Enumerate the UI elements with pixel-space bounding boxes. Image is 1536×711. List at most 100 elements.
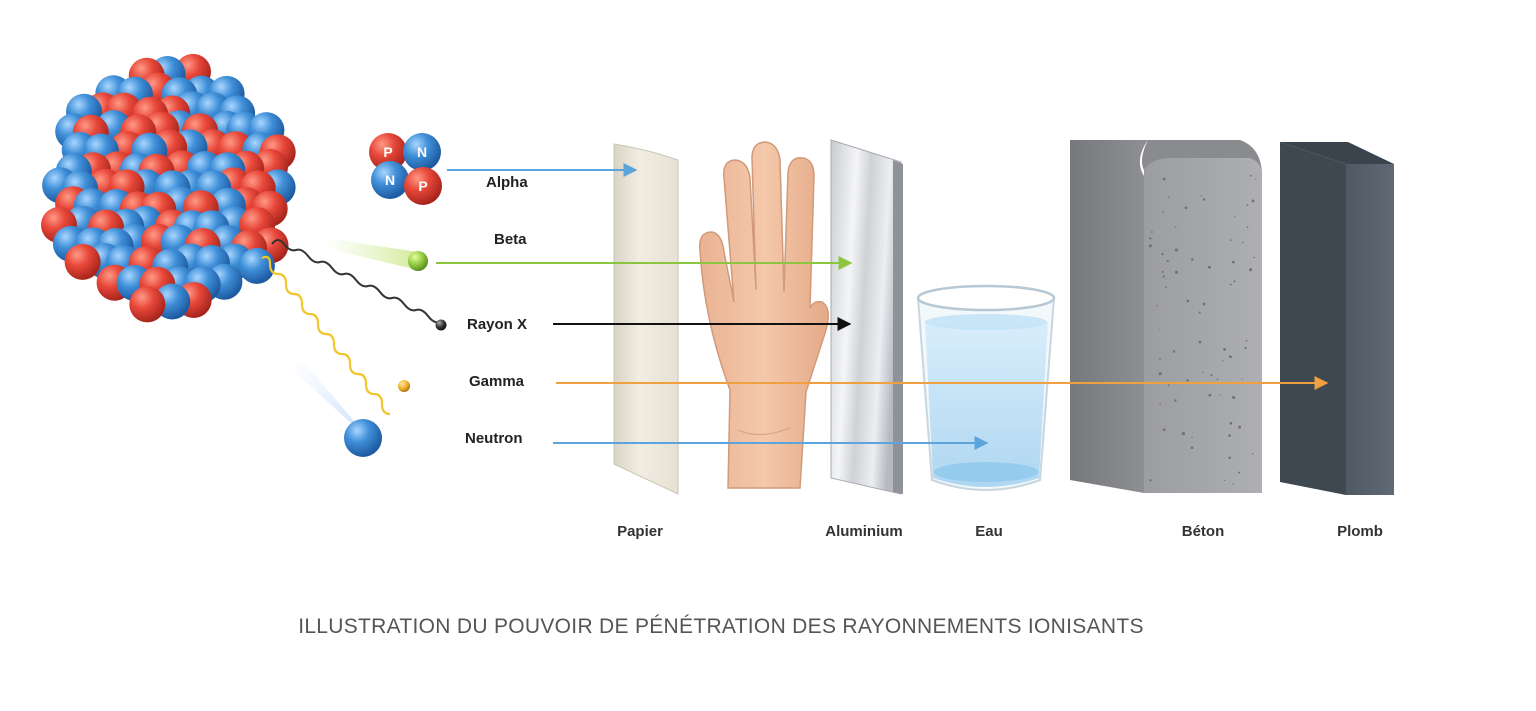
concrete-speckle xyxy=(1198,311,1201,314)
label-beta: Beta xyxy=(494,231,527,248)
concrete-speckle xyxy=(1161,253,1164,256)
alpha-particle: P N N P xyxy=(369,133,442,205)
concrete-speckle xyxy=(1249,174,1252,177)
concrete-speckle xyxy=(1190,446,1194,450)
lead-block xyxy=(1280,142,1394,495)
concrete-speckle xyxy=(1229,355,1232,359)
beta-particle xyxy=(325,238,428,271)
concrete-speckle xyxy=(1186,299,1190,303)
concrete-speckle xyxy=(1202,198,1206,201)
label-plomb: Plomb xyxy=(1337,523,1383,540)
concrete-speckle xyxy=(1253,256,1256,259)
concrete-speckle xyxy=(1208,265,1211,269)
beta-trail xyxy=(325,238,418,270)
beta-ball xyxy=(408,251,428,271)
concrete-speckle xyxy=(1184,206,1188,209)
concrete-speckle xyxy=(1232,396,1236,399)
concrete-speckle xyxy=(1167,196,1170,198)
gamma-wave xyxy=(261,255,391,416)
label-xray: Rayon X xyxy=(467,316,527,333)
concrete-speckle xyxy=(1162,177,1166,181)
label-gamma: Gamma xyxy=(469,373,525,390)
concrete-speckle xyxy=(1238,425,1241,429)
concrete-speckle xyxy=(1208,393,1212,397)
concrete-speckle xyxy=(1241,378,1243,380)
concrete-speckle xyxy=(1245,339,1248,342)
concrete-block xyxy=(1070,140,1262,493)
alpha-letter-1: P xyxy=(383,144,392,160)
neutron-trail xyxy=(290,360,372,442)
concrete-speckle xyxy=(1202,302,1206,306)
concrete-speckle xyxy=(1162,428,1166,432)
neutron-particle xyxy=(290,360,382,457)
concrete-speckle xyxy=(1151,231,1153,233)
concrete-speckle xyxy=(1244,346,1247,349)
concrete-speckle xyxy=(1229,239,1232,242)
concrete-speckle xyxy=(1223,348,1226,351)
concrete-speckle xyxy=(1181,432,1185,436)
concrete-speckle xyxy=(1156,305,1159,307)
alpha-letter-3: N xyxy=(385,172,395,188)
concrete-speckle xyxy=(1210,374,1213,377)
concrete-speckle xyxy=(1224,479,1226,482)
concrete-speckle xyxy=(1241,241,1244,244)
concrete-speckle xyxy=(1148,244,1152,248)
alpha-neutron-2 xyxy=(371,161,409,199)
concrete-speckle xyxy=(1202,371,1204,374)
xray-wave xyxy=(271,239,441,324)
label-papier: Papier xyxy=(617,523,663,540)
alpha-neutron-1 xyxy=(403,133,441,171)
concrete-speckle xyxy=(1175,270,1178,274)
concrete-speckle xyxy=(1246,226,1249,229)
concrete-speckle xyxy=(1229,422,1233,425)
concrete-speckle xyxy=(1161,270,1164,273)
concrete-speckle xyxy=(1172,350,1176,353)
alpha-proton-1 xyxy=(369,133,407,171)
alpha-proton-2 xyxy=(404,167,442,205)
concrete-speckle xyxy=(1233,280,1236,283)
nucleus-proton xyxy=(129,286,166,323)
concrete-speckle xyxy=(1162,275,1165,278)
concrete-speckle xyxy=(1164,286,1167,289)
concrete-speckle xyxy=(1174,399,1177,402)
diagram-caption: ILLUSTRATION DU POUVOIR DE PÉNÉTRATION D… xyxy=(298,615,1144,638)
concrete-speckle xyxy=(1159,328,1161,330)
concrete-speckle xyxy=(1175,226,1177,228)
concrete-speckle xyxy=(1191,436,1193,439)
concrete-speckle xyxy=(1186,379,1189,382)
xray-particle xyxy=(435,319,447,331)
concrete-speckle xyxy=(1232,483,1235,485)
concrete-speckle xyxy=(1246,204,1249,206)
concrete-speckle xyxy=(1198,340,1202,344)
gamma-particle xyxy=(398,380,410,392)
label-neutron: Neutron xyxy=(465,430,523,447)
neutron-ball xyxy=(344,419,382,457)
concrete-speckle xyxy=(1174,248,1178,252)
alpha-letter-4: P xyxy=(418,178,427,194)
alpha-letter-2: N xyxy=(417,144,427,160)
concrete-speckle xyxy=(1166,259,1169,263)
concrete-speckle xyxy=(1167,384,1170,387)
paper-sheet xyxy=(613,143,679,495)
hand-shield xyxy=(699,141,829,489)
atomic-nucleus xyxy=(41,53,296,323)
concrete-speckle xyxy=(1251,199,1255,203)
label-alpha: Alpha xyxy=(486,174,528,191)
concrete-speckle xyxy=(1222,360,1224,362)
concrete-speckle xyxy=(1159,402,1161,405)
label-aluminium: Aluminium xyxy=(825,523,903,540)
concrete-speckle xyxy=(1249,268,1253,272)
concrete-speckle xyxy=(1230,283,1232,286)
concrete-speckle xyxy=(1149,479,1152,482)
concrete-speckle xyxy=(1255,178,1257,180)
concrete-speckle xyxy=(1232,260,1235,264)
concrete-speckle xyxy=(1220,394,1222,396)
label-eau: Eau xyxy=(975,523,1003,540)
concrete-speckle xyxy=(1228,456,1231,460)
concrete-speckle xyxy=(1234,216,1236,218)
nucleus-proton xyxy=(64,243,101,280)
label-beton: Béton xyxy=(1182,523,1225,540)
concrete-speckle xyxy=(1200,195,1202,197)
concrete-speckle xyxy=(1228,434,1231,437)
